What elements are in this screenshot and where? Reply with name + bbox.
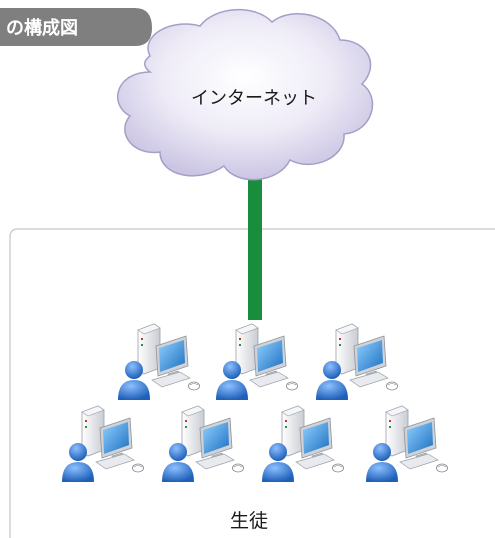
student-computer [117,323,200,401]
student-computer [61,405,144,483]
header-pill [0,8,152,46]
student-computer [261,405,344,483]
network-link [248,176,262,320]
header-title: の構成図 [6,17,78,39]
internet-label: インターネット [191,88,317,109]
student-computer [215,323,298,401]
group-frame [9,228,495,538]
student-computer [365,405,448,483]
student-computer [315,323,398,401]
student-computer [161,405,244,483]
students-label: 生徒 [230,510,268,532]
internet-cloud [116,9,374,181]
